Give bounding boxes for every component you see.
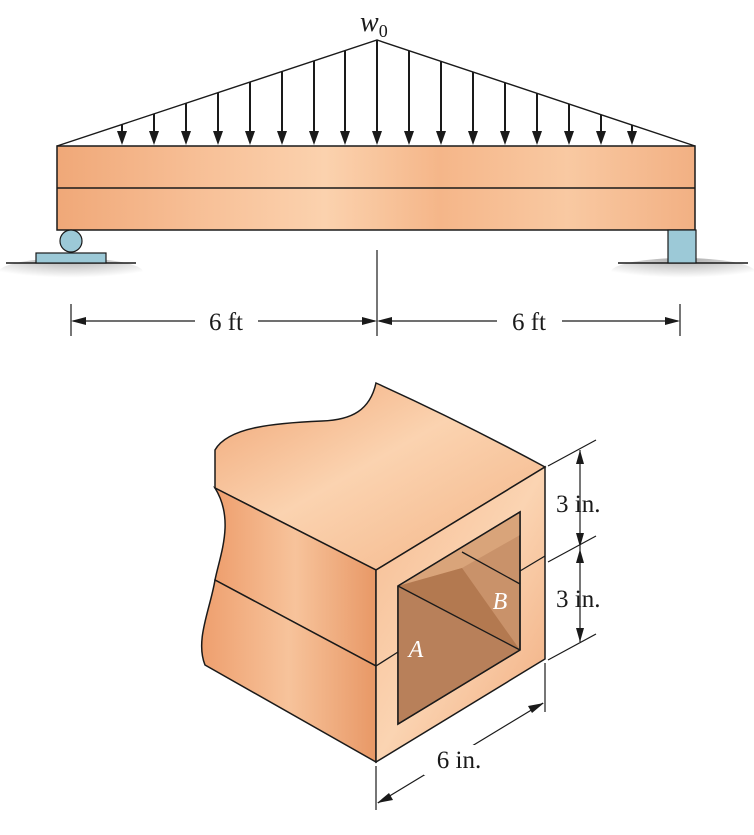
load-arrow (532, 93, 542, 145)
dim-bottom-label: 3 in. (556, 586, 600, 613)
point-b-label: B (493, 589, 508, 615)
load-arrow (181, 103, 191, 145)
span-dimensions (70, 250, 681, 336)
width-label-bg (424, 745, 494, 775)
load-arrow (596, 114, 606, 145)
pin-support (611, 229, 754, 286)
roller-support (0, 229, 143, 286)
load-intensity-label: w0 (360, 7, 388, 41)
load-arrow (500, 82, 510, 145)
load-arrow (627, 125, 637, 145)
box-section (200, 381, 547, 764)
load-arrow (468, 72, 478, 145)
point-a-label: A (407, 637, 424, 663)
beam (56, 145, 696, 231)
load-arrow (372, 40, 382, 145)
load-arrow (213, 92, 223, 145)
span-right-label: 6 ft (512, 309, 546, 336)
distributed-load (56, 39, 696, 147)
load-arrow (149, 113, 159, 145)
span-left-label: 6 ft (209, 309, 243, 336)
load-arrow (309, 60, 319, 145)
load-arrows (117, 40, 637, 145)
load-arrow (277, 71, 287, 145)
load-arrow (404, 50, 414, 145)
load-arrow (564, 104, 574, 145)
load-arrow (245, 82, 255, 145)
height-dimensions (547, 439, 597, 661)
load-arrow (436, 61, 446, 145)
dim-width-label: 6 in. (437, 747, 481, 774)
dim-top-label: 3 in. (556, 491, 600, 518)
load-arrow (117, 124, 127, 145)
load-arrow (340, 50, 350, 145)
